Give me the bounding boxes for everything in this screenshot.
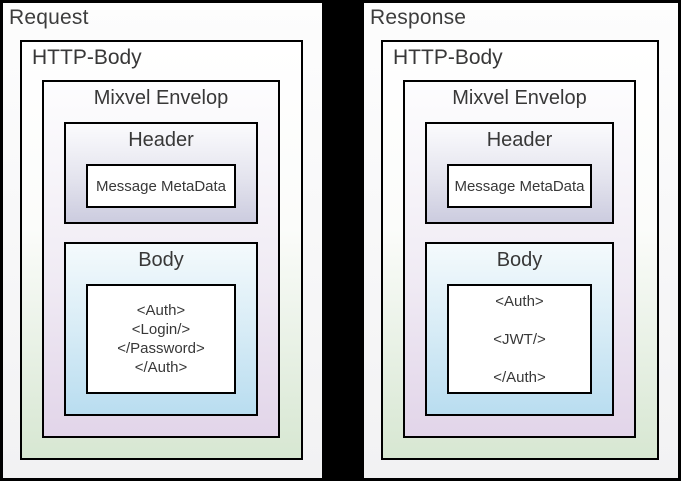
body-xml-text: <Auth> <Login/> </Password> </Auth> [117,302,205,376]
message-metadata-label: Message MetaData [95,177,227,195]
body-label: Body [138,249,184,271]
body-box: Body <Auth> <JWT/> </Auth> [425,242,614,416]
response-panel: Response HTTP-Body Mixvel Envelop Header… [364,3,678,478]
http-body-label: HTTP-Body [32,46,142,69]
message-metadata-label: Message MetaData [454,177,585,195]
mixvel-envelope-label: Mixvel Envelop [452,87,587,109]
panel-title: Response [370,6,467,29]
mixvel-envelope-box: Mixvel Envelop Header Message MetaData B… [403,80,636,438]
mixvel-envelope-label: Mixvel Envelop [93,87,229,109]
header-box: Header Message MetaData [64,122,258,224]
body-xml-text: <Auth> <JWT/> </Auth> [493,292,546,386]
body-label: Body [496,249,543,271]
mixvel-envelope-box: Mixvel Envelop Header Message MetaData B… [42,80,280,438]
message-metadata-box: Message MetaData [447,164,592,208]
http-body-box: HTTP-Body Mixvel Envelop Header Message … [381,40,659,460]
header-box: Header Message MetaData [425,122,614,224]
body-content-box: <Auth> <JWT/> </Auth> [447,284,592,394]
message-metadata-box: Message MetaData [86,164,236,208]
http-body-label: HTTP-Body [393,46,503,69]
request-panel: Request HTTP-Body Mixvel Envelop Header … [3,3,322,478]
http-body-box: HTTP-Body Mixvel Envelop Header Message … [20,40,303,460]
header-label: Header [486,129,553,151]
body-content-box: <Auth> <Login/> </Password> </Auth> [86,284,236,394]
panel-title: Request [9,6,89,29]
body-box: Body <Auth> <Login/> </Password> </Auth> [64,242,258,416]
header-label: Header [128,129,194,151]
